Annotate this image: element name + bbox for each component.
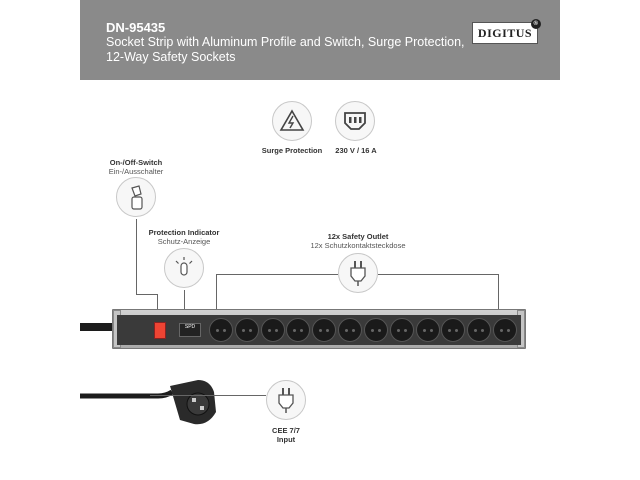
indicator-subtitle: Schutz-Anzeige — [157, 237, 211, 246]
switch-title: On-/Off-Switch — [109, 158, 163, 167]
socket-row — [209, 318, 517, 342]
indicator-leader — [184, 290, 185, 317]
safety-socket[interactable] — [234, 318, 259, 342]
switch-subtitle: Ein-/Ausschalter — [108, 167, 164, 176]
indicator-title: Protection Indicator — [148, 228, 220, 237]
safety-socket[interactable] — [467, 318, 492, 342]
safety-socket[interactable] — [260, 318, 285, 342]
outlets-drop-right — [498, 274, 499, 317]
indicator-lamp-icon — [164, 248, 204, 288]
outlets-subtitle: 12x Schutzkontaktsteckdose — [310, 241, 406, 250]
outlets-title: 12x Safety Outlet — [327, 232, 389, 241]
product-description: Socket Strip with Aluminum Profile and S… — [106, 35, 465, 64]
input-type-label: CEE 7/7 — [272, 426, 300, 435]
registered-mark: ® — [531, 19, 541, 29]
input-leader — [150, 395, 266, 396]
cee-plug-icon — [266, 380, 306, 420]
brand-name: DIGITUS — [477, 25, 533, 40]
outlets-leader-left — [216, 274, 338, 275]
safety-socket[interactable] — [363, 318, 388, 342]
iec-power-inlet-icon — [335, 101, 375, 141]
switch-leader-horizontal — [136, 294, 158, 295]
surge-protection-icon — [272, 101, 312, 141]
schuko-plug-icon — [338, 253, 378, 293]
outlets-drop-left — [216, 274, 217, 317]
cee-plug-cable-icon — [80, 380, 216, 425]
power-strip: SPD — [112, 309, 526, 349]
safety-socket[interactable] — [286, 318, 311, 342]
spd-indicator: SPD — [179, 323, 201, 337]
safety-socket[interactable] — [209, 318, 233, 342]
product-code: DN-95435 — [106, 20, 166, 35]
safety-socket[interactable] — [492, 318, 517, 342]
switch-leader-vertical — [136, 219, 137, 294]
switch-leader-drop — [157, 294, 158, 316]
strip-front-panel: SPD — [117, 315, 521, 345]
safety-socket[interactable] — [312, 318, 337, 342]
brand-logo: DIGITUS ® — [472, 19, 541, 44]
safety-socket[interactable] — [338, 318, 363, 342]
safety-socket[interactable] — [441, 318, 466, 342]
safety-socket[interactable] — [389, 318, 414, 342]
surge-protection-label: Surge Protection — [261, 146, 323, 155]
outlets-leader-right — [378, 274, 498, 275]
power-rating-label: 230 V / 16 A — [335, 146, 377, 155]
strip-power-cable — [80, 323, 112, 331]
safety-socket[interactable] — [415, 318, 440, 342]
hand-switch-icon — [116, 177, 156, 217]
on-off-switch[interactable] — [154, 322, 166, 339]
input-label: Input — [276, 435, 296, 444]
header-banner: DN-95435 Socket Strip with Aluminum Prof… — [80, 0, 560, 80]
